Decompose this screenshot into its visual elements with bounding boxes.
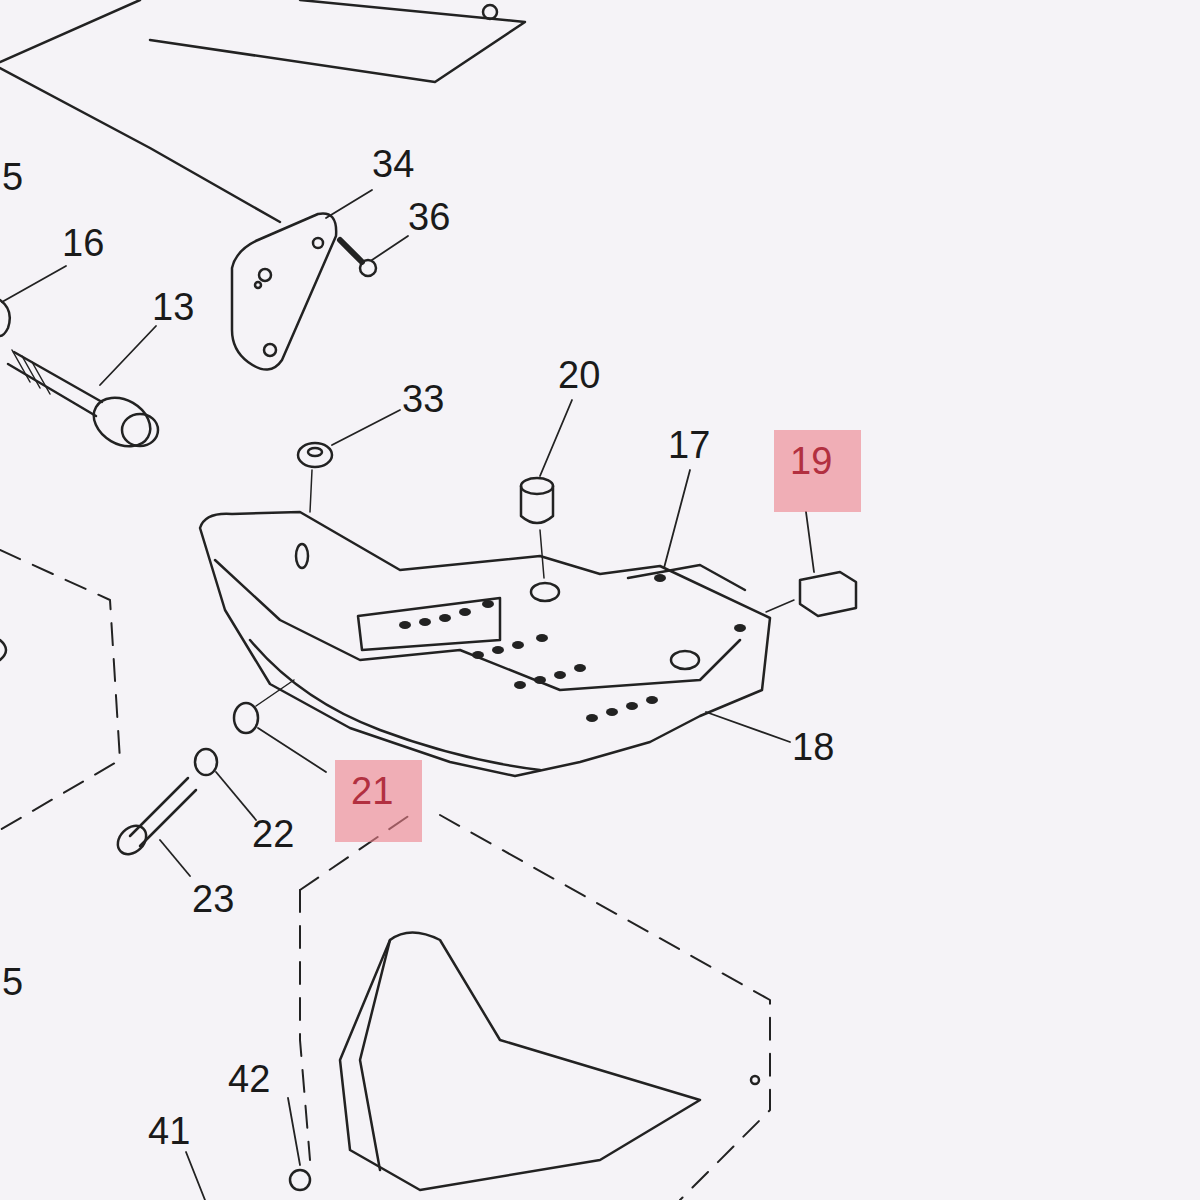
bolt-head xyxy=(360,260,376,276)
nut-part xyxy=(195,749,217,775)
plate-edge xyxy=(628,565,745,590)
plate-hole xyxy=(255,282,261,288)
callout-number: 19 xyxy=(790,442,845,480)
callout-number: 18 xyxy=(792,728,834,766)
housing-edge xyxy=(150,0,525,82)
callout-number: 5 xyxy=(2,158,23,196)
raised-block xyxy=(358,598,500,650)
bolt-part xyxy=(340,240,362,262)
callout-number: 34 xyxy=(372,145,414,183)
housing-hole xyxy=(483,5,497,19)
spacer-part xyxy=(521,478,553,494)
plate-edge xyxy=(215,560,740,690)
bolt-shaft xyxy=(130,778,196,846)
axis-line xyxy=(540,530,544,578)
callout-number: 21 xyxy=(351,772,406,810)
bracket-hole xyxy=(751,1076,759,1084)
callout-number: 20 xyxy=(558,356,600,394)
plate-holes xyxy=(399,574,746,722)
callout-number: 17 xyxy=(668,426,710,464)
callout-number: 36 xyxy=(408,198,450,236)
callout-number: 5 xyxy=(2,963,23,1001)
callout-number: 23 xyxy=(192,880,234,918)
housing-edge xyxy=(0,0,140,62)
leader-line xyxy=(2,190,814,1200)
bolt-head xyxy=(112,820,152,860)
nut-part xyxy=(308,448,322,456)
part-16 xyxy=(0,300,10,336)
plate-hole xyxy=(259,269,271,281)
cap-part xyxy=(800,572,856,616)
housing-edge xyxy=(0,68,280,222)
bracket-edge xyxy=(360,940,390,1170)
callout-number: 22 xyxy=(252,815,294,853)
callout-number: 33 xyxy=(402,380,444,418)
highlight-box: 21 xyxy=(335,760,422,842)
nut-part xyxy=(298,443,332,467)
callout-number: 13 xyxy=(152,288,194,326)
callout-number: 41 xyxy=(148,1112,190,1150)
bolt-head xyxy=(85,388,159,456)
spacer-part xyxy=(521,486,553,523)
plate-hole xyxy=(264,344,276,356)
boss xyxy=(671,651,699,669)
boss xyxy=(531,583,559,601)
axis-line xyxy=(766,600,794,612)
callout-number: 42 xyxy=(228,1060,270,1098)
highlight-box: 19 xyxy=(774,430,861,512)
dashed-outline xyxy=(0,550,770,1200)
axis-line xyxy=(256,680,294,706)
callout-number: 16 xyxy=(62,224,104,262)
bracket-part xyxy=(340,933,700,1191)
washer-part xyxy=(234,703,258,733)
bolt-shaft xyxy=(8,352,102,416)
plate-assembly xyxy=(200,512,770,776)
plate-part xyxy=(232,213,336,369)
axis-line xyxy=(310,470,312,512)
part-edge xyxy=(0,640,6,660)
bolt-head xyxy=(122,414,158,446)
part-edge xyxy=(290,1170,310,1190)
plate-hole xyxy=(296,544,308,568)
plate-hole xyxy=(313,238,323,248)
thread xyxy=(32,362,50,394)
